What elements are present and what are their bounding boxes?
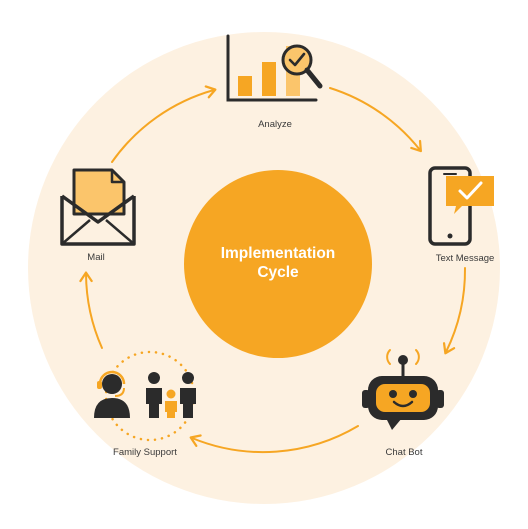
center-circle (184, 170, 372, 358)
label-text-message: Text Message (435, 253, 495, 264)
center-title-line-1: Implementation (220, 245, 336, 262)
cycle-arrows (79, 85, 467, 454)
center-label: Implementation Cycle (186, 244, 370, 282)
arrow-mail-to-analyze (111, 85, 217, 163)
center-title-line-2: Cycle (257, 264, 299, 281)
arrow-family-support-to-mail (79, 271, 103, 349)
label-mail: Mail (87, 252, 105, 263)
smartphone-message-check-icon (428, 166, 494, 246)
label-family-support: Family Support (113, 447, 177, 458)
robot-chat-icon (362, 349, 444, 430)
label-analyze: Analyze (258, 119, 292, 130)
arrow-chat-bot-to-family-support (189, 425, 359, 454)
arrow-text-message-to-chat-bot (442, 267, 467, 355)
family-headset-icon (94, 350, 196, 442)
open-envelope-icon (60, 168, 136, 246)
bar-chart-magnifier-icon (226, 34, 323, 102)
arrow-analyze-to-text-message (329, 87, 422, 153)
label-chat-bot: Chat Bot (385, 447, 423, 458)
